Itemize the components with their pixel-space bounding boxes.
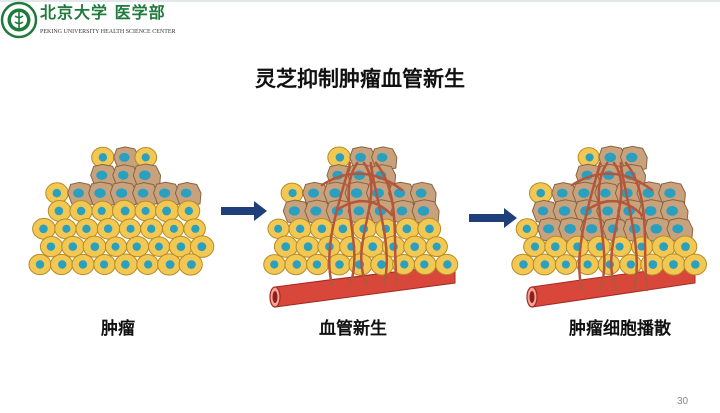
normal-cell: [49, 253, 74, 276]
arrow-icon: [221, 201, 267, 221]
normal-cell: [528, 182, 553, 205]
normal-cell: [178, 253, 203, 276]
normal-cell: [425, 236, 448, 258]
normal-cell: [114, 253, 138, 276]
tumor-cluster: [511, 145, 707, 276]
normal-cell: [39, 235, 64, 258]
normal-cell: [71, 253, 95, 276]
normal-cell: [673, 235, 698, 258]
normal-cell: [168, 235, 193, 258]
normal-cell: [148, 236, 171, 257]
normal-cell: [140, 218, 163, 240]
normal-cell: [381, 235, 406, 258]
blood-vessel: [269, 264, 456, 308]
normal-cell: [327, 146, 351, 169]
normal-cell: [47, 200, 72, 222]
normal-cell: [417, 217, 442, 240]
top-border: [0, 0, 720, 2]
tumor-cell: [132, 163, 162, 190]
normal-cell: [280, 182, 304, 204]
normal-cell: [69, 200, 93, 222]
normal-cell: [93, 254, 116, 275]
capillary-network: [320, 161, 404, 287]
normal-cell: [112, 199, 137, 223]
normal-cell: [619, 254, 642, 275]
normal-cell: [155, 199, 180, 223]
normal-cell: [91, 200, 114, 222]
normal-cell: [597, 254, 621, 275]
normal-cell: [118, 218, 142, 240]
blood-vessel: [526, 264, 696, 308]
logo-chinese-name: 北京大学 医学部: [40, 3, 166, 22]
normal-cell: [511, 253, 535, 276]
normal-cell: [54, 218, 77, 240]
normal-cell: [295, 235, 320, 258]
stage-label-angiogenesis: 血管新生: [319, 319, 387, 339]
normal-cell: [136, 254, 159, 275]
normal-cell: [189, 235, 215, 258]
stage-label-tumor: 肿瘤: [101, 319, 135, 339]
slide-title: 灵芝抑制肿瘤血管新生: [255, 67, 465, 91]
normal-cell: [161, 218, 185, 240]
normal-cell: [177, 200, 201, 222]
normal-cell: [554, 254, 578, 275]
logo-english-name: PEKING UNIVERSITY HEALTH SCIENCE CENTER: [40, 29, 176, 35]
tumor-cluster: [28, 146, 215, 276]
normal-cell: [82, 235, 107, 258]
normal-cell: [544, 235, 568, 258]
normal-cell: [515, 218, 539, 240]
normal-cell: [683, 253, 707, 276]
normal-cell: [284, 253, 308, 276]
normal-cell: [183, 218, 206, 240]
normal-cell: [661, 253, 686, 276]
capillary-network: [570, 161, 654, 292]
normal-cell: [609, 236, 632, 258]
normal-cell: [565, 235, 590, 258]
normal-cell: [523, 236, 546, 258]
normal-cell: [327, 253, 351, 276]
normal-cell: [392, 253, 416, 276]
normal-cell: [126, 235, 150, 258]
normal-cell: [263, 254, 286, 275]
normal-cell: [96, 218, 121, 240]
normal-cell: [360, 235, 385, 258]
normal-cell: [306, 253, 330, 276]
normal-cell: [370, 253, 394, 276]
normal-cell: [75, 218, 99, 240]
normal-cell: [157, 253, 182, 276]
stage-label-metastasis: 肿瘤细胞播散: [569, 319, 671, 339]
tumor-cell: [390, 199, 418, 225]
page-number: 30: [677, 396, 689, 407]
arrow-icon: [469, 208, 517, 228]
normal-cell: [28, 253, 52, 276]
normal-cell: [587, 235, 611, 258]
emblem-icon: [0, 1, 38, 39]
normal-cell: [576, 253, 599, 276]
normal-cell: [403, 235, 428, 258]
normal-cell: [134, 146, 158, 168]
normal-cell: [413, 253, 437, 276]
normal-cell: [435, 253, 459, 276]
normal-cell: [104, 236, 128, 257]
normal-cell: [134, 200, 157, 222]
normal-cell: [532, 253, 557, 276]
normal-cell: [61, 235, 85, 258]
